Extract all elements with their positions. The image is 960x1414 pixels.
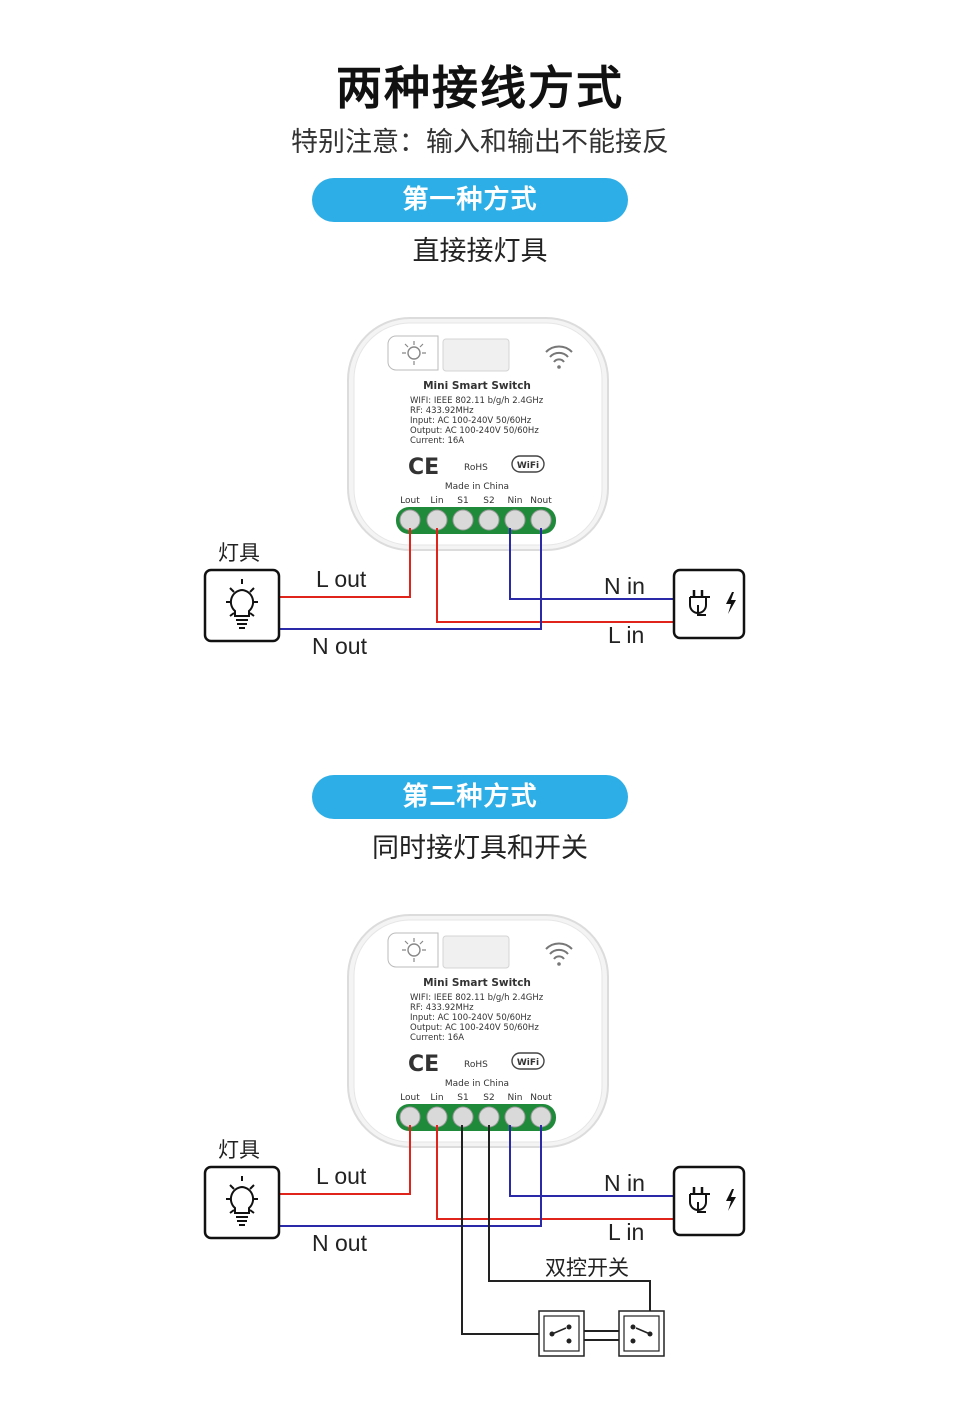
device-spec-line: Output: AC 100-240V 50/60Hz — [410, 1023, 539, 1033]
device-spec-line: RF: 433.92MHz — [410, 406, 474, 416]
terminal-label: S2 — [483, 1093, 494, 1103]
wiring-diagram-method2: Mini Smart Switch WIFI: IEEE 802.11 b/g/… — [203, 914, 746, 1357]
wifi-badge-icon: WiFi — [511, 455, 545, 473]
lamp-label: 灯具 — [218, 541, 260, 565]
label-n-in: N in — [604, 1170, 645, 1196]
label-l-in: L in — [608, 622, 644, 648]
terminal-label: S1 — [457, 496, 468, 506]
label-l-in: L in — [608, 1219, 644, 1245]
terminal-label: Lout — [400, 496, 420, 506]
rohs-mark: RoHS — [464, 463, 488, 473]
indicator-window — [442, 338, 510, 372]
method2-badge: 第二种方式 — [312, 775, 628, 819]
power-plug-icon — [672, 568, 746, 640]
wiring-diagram-method1: Mini Smart Switch WIFI: IEEE 802.11 b/g/… — [203, 317, 746, 659]
terminal-screws — [399, 509, 552, 531]
method1-caption: 直接接灯具 — [412, 236, 548, 267]
method1-badge: 第一种方式 — [312, 178, 628, 222]
wire-n-out — [280, 528, 542, 630]
power-plug-icon — [672, 1165, 746, 1237]
svg-text:WiFi: WiFi — [517, 461, 539, 471]
ce-mark: CE — [408, 455, 439, 480]
lightbulb-icon — [203, 1165, 281, 1240]
wire-l-out — [280, 1125, 411, 1195]
wifi-signal-icon — [545, 942, 573, 966]
label-l-out: L out — [316, 566, 367, 592]
wire-l-out — [280, 528, 411, 598]
terminal-label: Lin — [430, 1093, 443, 1103]
device-spec-line: Current: 16A — [410, 436, 464, 446]
wire-n-out — [280, 1125, 542, 1227]
terminal-label: Nout — [530, 1093, 552, 1103]
lightbulb-icon — [203, 568, 281, 643]
method2-caption: 同时接灯具和开关 — [372, 833, 588, 864]
label-l-out: L out — [316, 1163, 367, 1189]
label-n-in: N in — [604, 573, 645, 599]
device-name: Mini Smart Switch — [423, 380, 531, 392]
device-spec-line: Current: 16A — [410, 1033, 464, 1043]
terminal-label: Nin — [508, 496, 523, 506]
device-spec-line: Input: AC 100-240V 50/60Hz — [410, 1013, 532, 1023]
indicator-window — [442, 935, 510, 969]
wire-s1 — [461, 1125, 548, 1335]
page-title: 两种接线方式 — [336, 61, 624, 115]
origin-text: Made in China — [445, 482, 509, 492]
origin-text: Made in China — [445, 1079, 509, 1089]
wifi-signal-icon — [545, 345, 573, 369]
label-n-out: N out — [312, 633, 368, 659]
smart-switch-device: Mini Smart Switch WIFI: IEEE 802.11 b/g/… — [347, 317, 609, 551]
device-name: Mini Smart Switch — [423, 977, 531, 989]
device-spec-line: Output: AC 100-240V 50/60Hz — [410, 426, 539, 436]
device-spec-line: WIFI: IEEE 802.11 b/g/h 2.4GHz — [410, 396, 544, 406]
page-subtitle: 特别注意：输入和输出不能接反 — [291, 127, 669, 158]
lamp-label: 灯具 — [218, 1138, 260, 1162]
wire-n-in — [509, 1125, 674, 1197]
bulb-button-icon — [387, 335, 439, 371]
switch-label: 双控开关 — [545, 1256, 629, 1280]
wire-l-in — [436, 1125, 674, 1220]
svg-text:WiFi: WiFi — [517, 1058, 539, 1068]
two-way-switch-icon — [618, 1310, 665, 1357]
two-way-switch-icon — [538, 1310, 585, 1357]
wifi-badge-icon: WiFi — [511, 1052, 545, 1070]
wire-l-in — [436, 528, 674, 623]
terminal-label: Lin — [430, 496, 443, 506]
terminal-screws — [399, 1106, 552, 1128]
smart-switch-device: Mini Smart Switch WIFI: IEEE 802.11 b/g/… — [347, 914, 609, 1148]
device-spec-line: RF: 433.92MHz — [410, 1003, 474, 1013]
bulb-button-icon — [387, 932, 439, 968]
terminal-label: Lout — [400, 1093, 420, 1103]
device-spec-line: WIFI: IEEE 802.11 b/g/h 2.4GHz — [410, 993, 544, 1003]
wire-n-in — [509, 528, 674, 600]
ce-mark: CE — [408, 1052, 439, 1077]
terminal-label: Nin — [508, 1093, 523, 1103]
terminal-label: S2 — [483, 496, 494, 506]
device-spec-line: Input: AC 100-240V 50/60Hz — [410, 416, 532, 426]
rohs-mark: RoHS — [464, 1060, 488, 1070]
wire-s2 — [488, 1125, 651, 1324]
terminal-label: Nout — [530, 496, 552, 506]
label-n-out: N out — [312, 1230, 368, 1256]
terminal-label: S1 — [457, 1093, 468, 1103]
